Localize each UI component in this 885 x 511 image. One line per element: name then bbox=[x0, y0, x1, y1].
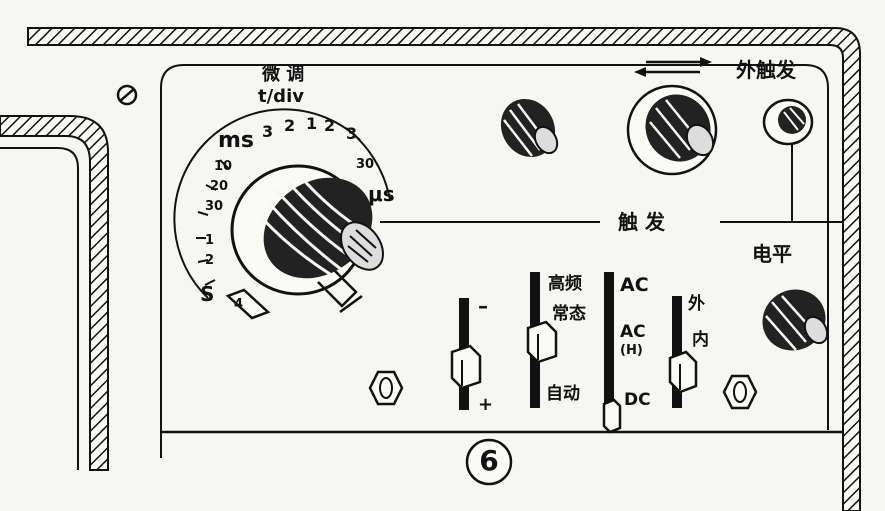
coupling-h-suffix-label: (H) bbox=[620, 343, 643, 358]
scale-top-tick-5: 3 bbox=[346, 124, 358, 143]
position-knob-icon bbox=[626, 84, 718, 176]
coupling-ac-h-label: AC bbox=[620, 322, 646, 342]
scale-left-tick-20: 20 bbox=[210, 179, 229, 194]
small-knob-icon bbox=[500, 98, 559, 158]
level-knob-icon bbox=[762, 289, 829, 351]
us-range-label: μs bbox=[368, 182, 395, 206]
mode-high-freq-label: 高频 bbox=[548, 274, 582, 294]
fine-adjust-label: 微 调 bbox=[262, 64, 305, 85]
scale-top-tick-4: 2 bbox=[324, 116, 336, 135]
external-trigger-label: 外触发 bbox=[736, 58, 796, 82]
scale-lower-tick-1: 1 bbox=[205, 233, 215, 248]
scale-top-tick-2: 2 bbox=[284, 116, 296, 135]
timebase-scale-ticks bbox=[196, 159, 229, 286]
scale-top-tick-1: 3 bbox=[262, 122, 274, 141]
panel-screw-icon bbox=[116, 84, 138, 106]
left-screw-icon bbox=[368, 370, 404, 406]
timebase-scale-arc-right bbox=[345, 127, 391, 201]
scale-right-tick-30: 30 bbox=[356, 157, 375, 172]
timebase-knob-icon bbox=[260, 175, 384, 279]
mode-switch-icon bbox=[526, 272, 558, 408]
scale-lower-tick-2: 2 bbox=[205, 253, 215, 268]
coupling-switch-icon bbox=[602, 272, 622, 434]
figure-number-circle bbox=[465, 438, 513, 486]
polarity-minus-label: – bbox=[478, 294, 488, 318]
scale-left-tick-10: 10 bbox=[214, 159, 233, 174]
panel-inner-outline bbox=[160, 64, 829, 458]
horizontal-arrows-icon bbox=[634, 57, 712, 77]
mode-auto-label: 自动 bbox=[546, 384, 580, 404]
trigger-level-label: 电平 bbox=[752, 242, 792, 266]
source-external-label: 外 bbox=[688, 294, 705, 314]
scale-top-tick-3: 1 bbox=[306, 114, 318, 133]
polarity-switch-icon bbox=[450, 298, 482, 410]
timebase-scale-arc bbox=[173, 108, 361, 299]
screen-bezel-inner bbox=[0, 147, 79, 470]
external-trigger-jack-icon bbox=[762, 98, 814, 146]
coupling-dc-label: DC bbox=[624, 390, 651, 410]
source-internal-label: 内 bbox=[692, 330, 709, 350]
screen-bezel-hatch bbox=[0, 115, 109, 471]
ms-range-label: ms bbox=[218, 128, 255, 153]
s-range-label: S bbox=[200, 282, 215, 306]
source-switch-icon bbox=[668, 296, 698, 408]
coupling-ac-label: AC bbox=[620, 274, 649, 296]
trigger-section-label: 触 发 bbox=[614, 212, 669, 232]
frame-top-right-hatch bbox=[27, 27, 861, 511]
mode-normal-label: 常态 bbox=[552, 304, 586, 324]
time-per-div-label: t/div bbox=[258, 86, 304, 107]
figure-number: 6 bbox=[479, 444, 499, 477]
timebase-knob-pointer-right bbox=[317, 269, 358, 308]
scale-left-tick-30: 30 bbox=[205, 199, 224, 214]
polarity-plus-label: + bbox=[478, 394, 494, 415]
timebase-knob-pointer bbox=[225, 288, 271, 320]
scale-bottom-tick-4: 4 bbox=[234, 297, 244, 312]
right-screw-icon bbox=[722, 374, 758, 410]
